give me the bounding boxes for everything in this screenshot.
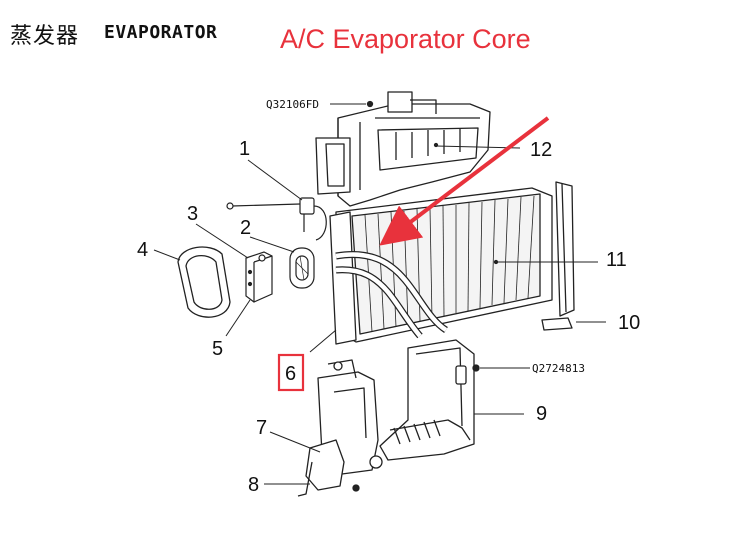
callout-8: 8 (248, 474, 259, 496)
callout-1: 1 (239, 138, 250, 160)
highlight-box (277, 353, 305, 392)
pipe-seal-part (289, 247, 315, 289)
callout-2: 2 (240, 217, 251, 239)
part-number-right: Q2724813 (532, 362, 585, 375)
callout-12: 12 (530, 139, 552, 161)
leader-lines (153, 103, 606, 485)
callout-11: 11 (606, 249, 627, 271)
callout-4: 4 (137, 239, 148, 261)
evaporator-core-part (329, 187, 553, 345)
callout-6: 6 (285, 363, 296, 385)
page-title: A/C Evaporator Core (280, 24, 531, 54)
drain-tray-part (379, 339, 480, 461)
callout-9: 9 (536, 403, 547, 425)
gasket-part (177, 246, 231, 318)
callout-5: 5 (212, 338, 223, 360)
lower-housing-part (297, 359, 383, 497)
header-english-label: EVAPORATOR (104, 22, 218, 43)
upper-housing-part (315, 91, 491, 207)
callout-10: 10 (618, 312, 640, 334)
callout-7: 7 (256, 417, 267, 439)
highlight-arrow (379, 116, 550, 246)
callout-3: 3 (187, 203, 198, 225)
part-number-top: Q32106FD (266, 98, 319, 111)
expansion-valve-part (245, 251, 273, 303)
temperature-sensor-part (226, 197, 327, 241)
header-chinese-label: 蒸发器 (10, 24, 80, 49)
side-bracket-part (541, 181, 575, 331)
